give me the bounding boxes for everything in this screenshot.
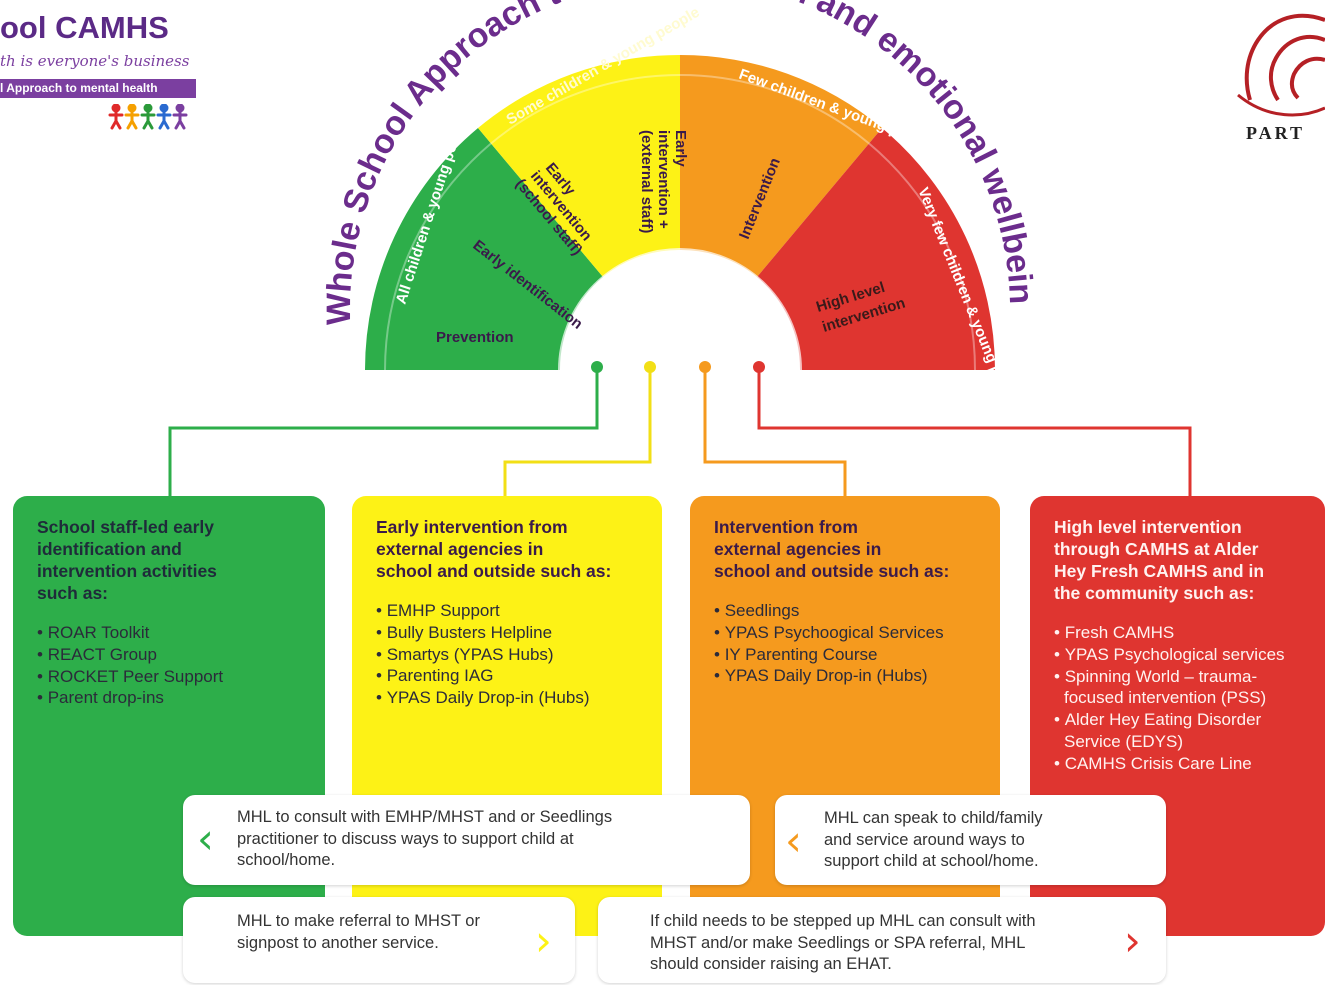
- list-item: IY Parenting Course: [714, 644, 980, 666]
- phoenix-logo-icon: [1237, 13, 1325, 117]
- connector-green: [168, 368, 599, 498]
- heading-line: school and outside such as:: [376, 561, 612, 581]
- note-line: MHL to make referral to MHST or: [237, 912, 480, 930]
- note-line: should consider raising an EHAT.: [650, 955, 892, 973]
- list-item: CAMHS Crisis Care Line: [1054, 753, 1304, 775]
- list-item: Spinning World – trauma-focused interven…: [1054, 666, 1304, 710]
- list-item: YPAS Psychoogical Services: [714, 622, 980, 644]
- note-speak: ‹ MHL can speak to child/family and serv…: [775, 795, 1166, 885]
- label-early-external-1: Early: [672, 130, 689, 167]
- list-item: EMHP Support: [376, 600, 642, 622]
- list-item: YPAS Daily Drop-in (Hubs): [714, 665, 980, 687]
- label-early-external-2: intervention +: [655, 130, 672, 229]
- wedge-red: [757, 128, 996, 370]
- heading-line: Early intervention from: [376, 517, 568, 537]
- list-item: Bully Busters Helpline: [376, 622, 642, 644]
- box-high-level: High level intervention through CAMHS at…: [1030, 496, 1325, 936]
- connector-yellow: [503, 368, 652, 498]
- dot-yellow: [644, 361, 656, 373]
- connector-red: [757, 368, 1192, 498]
- chevron-left-icon: ‹: [197, 814, 214, 863]
- list-item: YPAS Daily Drop-in (Hubs): [376, 687, 642, 709]
- outer-band: [384, 74, 976, 371]
- heading-line: external agencies in: [376, 539, 544, 559]
- logo-title: ool CAMHS: [0, 10, 169, 45]
- box-high-level-heading: High level intervention through CAMHS at…: [1054, 516, 1325, 604]
- box-intervention-list: Seedlings YPAS Psychoogical Services IY …: [714, 600, 980, 687]
- heading-line: intervention activities: [37, 561, 217, 581]
- heading-line: the community such as:: [1054, 583, 1255, 603]
- note-stepped-up: If child needs to be stepped up MHL can …: [598, 897, 1166, 983]
- list-item: REACT Group: [37, 644, 305, 666]
- connector-orange: [703, 368, 847, 498]
- list-item: ROCKET Peer Support: [37, 666, 305, 688]
- heading-line: school and outside such as:: [714, 561, 950, 581]
- inner-glow: [558, 248, 802, 371]
- list-item: Parent drop-ins: [37, 687, 305, 709]
- label-early-external-3: (external staff): [638, 130, 655, 233]
- label-prevention: Prevention: [436, 329, 514, 346]
- note-speak-text: MHL can speak to child/family and servic…: [824, 808, 1043, 873]
- list-item: YPAS Psychological services: [1054, 644, 1304, 666]
- heading-line: Intervention from: [714, 517, 858, 537]
- box-staff-led-list: ROAR Toolkit REACT Group ROCKET Peer Sup…: [37, 622, 305, 709]
- note-consult: ‹ MHL to consult with EMHP/MHST and or S…: [183, 795, 750, 885]
- box-early-intervention-list: EMHP Support Bully Busters Helpline Smar…: [376, 600, 642, 709]
- list-item: Smartys (YPAS Hubs): [376, 644, 642, 666]
- wedge-yellow: [478, 54, 680, 278]
- box-early-intervention-heading: Early intervention from external agencie…: [376, 516, 642, 582]
- heading-line: identification and: [37, 539, 182, 559]
- note-line: school/home.: [237, 851, 336, 869]
- heading-line: Hey Fresh CAMHS and in: [1054, 561, 1265, 581]
- note-line: support child at school/home.: [824, 852, 1039, 870]
- logo-band: l Approach to mental health: [0, 79, 196, 98]
- dot-orange: [699, 361, 711, 373]
- chevron-left-icon: ‹: [785, 816, 802, 865]
- note-referral-text: MHL to make referral to MHST or signpost…: [237, 911, 480, 954]
- box-high-level-list: Fresh CAMHS YPAS Psychological services …: [1054, 622, 1304, 775]
- note-line: MHST and/or make Seedlings or SPA referr…: [650, 933, 1026, 952]
- note-line: MHL to consult with EMHP/MHST and or See…: [237, 808, 613, 826]
- wedge-green: [364, 128, 603, 370]
- list-item: ROAR Toolkit: [37, 622, 305, 644]
- logo-band-text: l Approach to mental health: [0, 81, 158, 95]
- note-line: MHL can speak to child/family: [824, 809, 1043, 827]
- note-consult-text: MHL to consult with EMHP/MHST and or See…: [237, 807, 612, 872]
- list-item: Seedlings: [714, 600, 980, 622]
- heading-line: School staff-led early: [37, 517, 214, 537]
- dot-red: [753, 361, 765, 373]
- chevron-right-icon: ›: [535, 916, 552, 965]
- wedge-orange: [680, 54, 882, 277]
- heading-line: through CAMHS at Alder: [1054, 539, 1259, 559]
- box-staff-led-heading: School staff-led early identification an…: [37, 516, 305, 604]
- note-stepped-up-text: If child needs to be stepped up MHL can …: [650, 911, 1036, 976]
- box-intervention-heading: Intervention from external agencies in s…: [714, 516, 980, 582]
- logo-tagline: th is everyone's business: [0, 52, 190, 70]
- list-item: Fresh CAMHS: [1054, 622, 1304, 644]
- note-line: If child needs to be stepped up MHL can …: [650, 912, 1036, 930]
- list-item: Parenting IAG: [376, 665, 642, 687]
- note-line: signpost to another service.: [237, 933, 439, 952]
- dot-green: [591, 361, 603, 373]
- partner-text: PART: [1246, 123, 1306, 143]
- heading-line: such as:: [37, 583, 108, 603]
- heading-line: external agencies in: [714, 539, 882, 559]
- heading-line: High level intervention: [1054, 517, 1242, 537]
- people-icon: [108, 104, 188, 130]
- note-referral: MHL to make referral to MHST or signpost…: [183, 897, 575, 983]
- chevron-right-icon: ›: [1124, 916, 1141, 965]
- note-line: and service around ways to: [824, 830, 1025, 849]
- note-line: practitioner to discuss ways to support …: [237, 829, 574, 848]
- list-item: Alder Hey Eating Disorder Service (EDYS): [1054, 709, 1304, 753]
